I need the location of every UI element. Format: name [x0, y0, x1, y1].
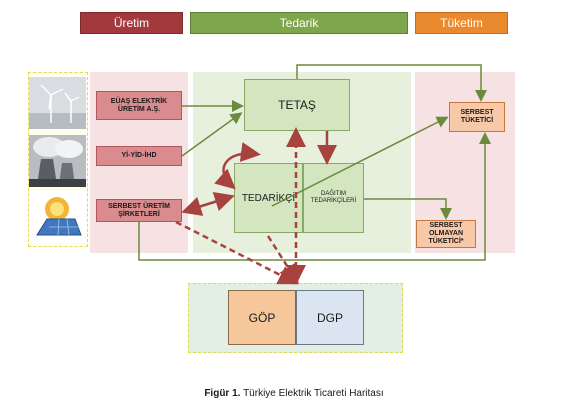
arrow-tetas-serbest-tuketici	[296, 64, 487, 102]
wind-turbine-icon	[29, 77, 86, 129]
solar-panel-icon	[29, 191, 86, 243]
header-uretim: Üretim	[80, 12, 183, 34]
arrow-serbest-uretim-loop	[138, 132, 491, 261]
serbest-olmayan-tuketici-box: SERBEST OLMAYAN TÜKETİCİ*	[416, 220, 476, 248]
header-tedarik: Tedarik	[190, 12, 408, 34]
arrow-dagitim-serbest-olmayan	[364, 198, 452, 220]
arrow-yi-tetas	[181, 112, 243, 157]
arrow-serbest-uretim-market	[175, 220, 299, 285]
arrow-tedarikci-market	[266, 235, 299, 285]
figure-caption: Figür 1. Türkiye Elektrik Ticareti Harit…	[0, 388, 588, 399]
dgp-box: DGP	[296, 290, 364, 345]
header-tuketim: Tüketim	[415, 12, 508, 34]
serbest-tuketici-box: SERBEST TÜKETİCİ	[449, 102, 505, 132]
arrow-tedarikci-curve	[214, 142, 261, 190]
euas-box: EÜAŞ ELEKTRİK ÜRETİM A.Ş.	[96, 91, 182, 120]
serbest-uretim-box: SERBEST ÜRETİM ŞİRKETLERİ	[96, 199, 182, 222]
arrow-tedarikci-serbest-tuketici	[271, 116, 449, 207]
caption-label: Figür 1.	[204, 388, 241, 399]
tetas-box: TETAŞ	[244, 79, 350, 131]
yi-yid-ihd-box: Yİ-YİD-İHD	[96, 146, 182, 166]
arrow-serbest-uretim-tedarikci	[181, 192, 235, 216]
gop-box: GÖP	[228, 290, 296, 345]
power-plant-icon	[29, 135, 86, 187]
caption-text: Türkiye Elektrik Ticareti Haritası	[243, 388, 384, 399]
energy-sources-column	[28, 72, 88, 247]
